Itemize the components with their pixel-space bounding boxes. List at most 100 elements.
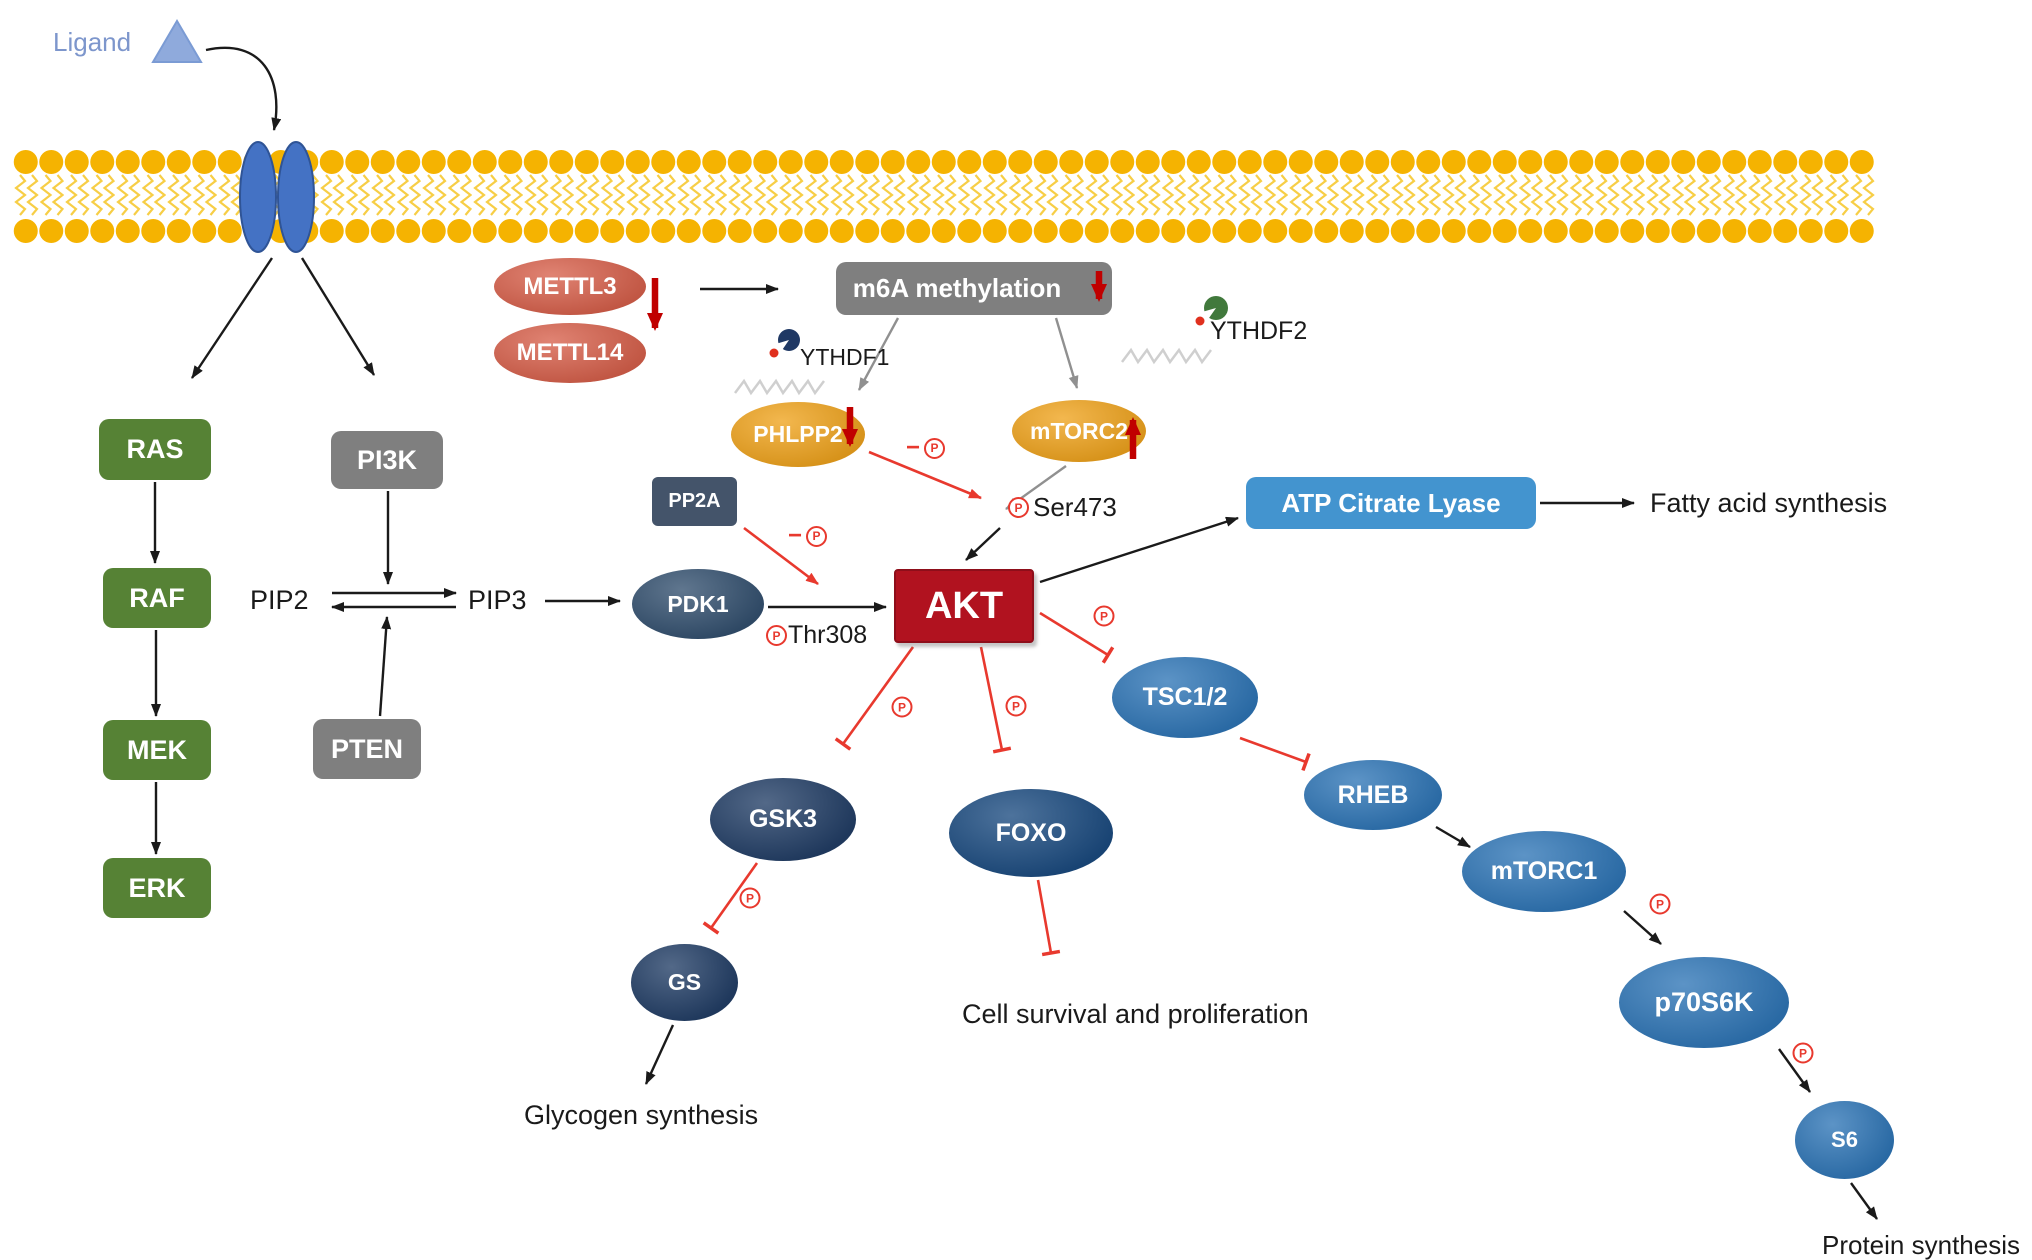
phospho-badge-akt-foxo-icon: P — [1005, 695, 1027, 717]
node-mettl14: METTL14 — [494, 323, 646, 383]
ser473-site: P Ser473 — [1008, 492, 1117, 523]
thr308-site: P Thr308 — [766, 621, 867, 650]
inhibit-pp2a-akt — [743, 526, 819, 586]
arrow-receptor-ras — [191, 257, 273, 379]
phospho-badge-thr308-icon: P — [766, 625, 787, 646]
node-s6: S6 — [1795, 1101, 1894, 1179]
minus-sign: − — [906, 434, 921, 461]
mtorc2-label: mTORC2 — [1030, 417, 1128, 444]
pdk1-label: PDK1 — [667, 590, 729, 617]
arrow-ligand-receptor — [205, 46, 282, 131]
mettl3-label: METTL3 — [523, 272, 617, 300]
node-mettl3: METTL3 — [494, 258, 646, 315]
inhibit-akt-foxo — [979, 646, 1012, 754]
phospho-badge-p70s6k-icon: P — [1792, 1042, 1814, 1064]
node-rheb: RHEB — [1304, 760, 1442, 830]
p70s6k-label: p70S6K — [1654, 987, 1754, 1017]
protein-synthesis-label: Protein synthesis — [1822, 1230, 2020, 1260]
mek-label: MEK — [127, 734, 187, 765]
ythdf1-mrna-icon — [734, 378, 825, 396]
pip3-label: PIP3 — [468, 585, 527, 615]
pp2a-label: PP2A — [668, 490, 721, 512]
ythdf2-label: YTHDF2 — [1210, 317, 1308, 345]
phospho-badge-ser473-icon: P — [1008, 497, 1029, 518]
arrow-receptor-pi3k — [300, 257, 376, 376]
foxo-label: FOXO — [995, 818, 1067, 847]
ser473-label: Ser473 — [1033, 492, 1117, 522]
pten-label: PTEN — [330, 733, 403, 764]
s6-label: S6 — [1831, 1127, 1858, 1152]
node-akt: AKT — [894, 569, 1034, 643]
node-mtorc1: mTORC1 — [1462, 831, 1626, 912]
node-m6a-methylation: m6A methylation — [836, 262, 1112, 315]
ligand-triangle-icon — [151, 19, 203, 63]
fatty-acid-synthesis-label: Fatty acid synthesis — [1650, 488, 1888, 518]
node-foxo: FOXO — [949, 789, 1113, 877]
node-atp-citrate-lyase: ATP Citrate Lyase — [1246, 477, 1536, 529]
node-gs: GS — [631, 944, 738, 1021]
node-pi3k: PI3K — [331, 431, 443, 489]
ythdf1-reader-icon — [769, 329, 800, 359]
node-p70s6k: p70S6K — [1619, 957, 1789, 1048]
node-tsc12: TSC1/2 — [1112, 657, 1258, 738]
phospho-badge-akt-tsc12-icon: P — [1093, 605, 1115, 627]
erk-label: ERK — [128, 872, 186, 903]
node-mek: MEK — [103, 720, 211, 780]
ythdf2-reader-icon — [1195, 296, 1228, 328]
arrow-rheb-mtorc1 — [1435, 825, 1471, 849]
rheb-label: RHEB — [1337, 780, 1409, 809]
phospho-badge-gsk3-gs-icon: P — [739, 887, 761, 909]
node-mtorc2: mTORC2 — [1012, 400, 1146, 462]
node-ras: RAS — [99, 419, 211, 480]
tsc12-label: TSC1/2 — [1142, 683, 1228, 711]
phlpp2-label: PHLPP2 — [753, 421, 843, 447]
phospho-badge-icon: P — [924, 437, 946, 459]
pi3k-label: PI3K — [356, 444, 418, 475]
node-pdk1: PDK1 — [632, 569, 764, 639]
receptor-icon — [239, 141, 315, 253]
mettl14-label: METTL14 — [516, 339, 624, 366]
node-erk: ERK — [103, 858, 211, 918]
pip2-label: PIP2 — [250, 585, 309, 615]
dephospho-label-pp2a: − P — [788, 524, 828, 548]
phospho-badge-icon: P — [806, 525, 828, 547]
arrow-gs-glycogen — [644, 1024, 675, 1085]
arrow-ser473-akt — [965, 527, 1001, 561]
cell-survival-label: Cell survival and proliferation — [962, 999, 1309, 1029]
atp-citrate-lyase-label: ATP Citrate Lyase — [1281, 487, 1501, 518]
node-phlpp2: PHLPP2 — [731, 402, 865, 467]
arrow-pten-pip — [378, 616, 392, 717]
m6a-methylation-label: m6A methylation — [852, 273, 1062, 303]
arrow-s6-protein — [1850, 1182, 1878, 1220]
node-gsk3: GSK3 — [710, 778, 856, 861]
node-pten: PTEN — [313, 719, 421, 779]
akt-label: AKT — [924, 584, 1004, 627]
mtorc1-label: mTORC1 — [1490, 857, 1598, 885]
node-raf: RAF — [103, 568, 211, 628]
ras-label: RAS — [126, 434, 184, 464]
ythdf2-mrna-icon — [1121, 347, 1212, 365]
inhibit-gsk3-gs — [702, 862, 759, 935]
inhibit-foxo-survival — [1036, 879, 1061, 957]
cell-membrane-icon — [13, 148, 1875, 245]
inhibit-phlpp2-ser473 — [868, 450, 982, 500]
arrow-m6a-phlpp2 — [857, 317, 900, 391]
arrow-m6a-mtorc2 — [1054, 317, 1079, 389]
arrow-mtorc1-p70s6k — [1623, 910, 1662, 945]
node-pp2a: PP2A — [652, 477, 737, 526]
phospho-badge-mtorc1-icon: P — [1649, 893, 1671, 915]
inhibit-akt-gsk3 — [834, 646, 915, 751]
phospho-badge-akt-gsk3-icon: P — [891, 696, 913, 718]
inhibit-tsc12-rheb — [1239, 736, 1311, 772]
ligand-label: Ligand — [53, 27, 132, 57]
arrow-akt-acl — [1039, 516, 1239, 584]
arrow-p70s6k-s6 — [1778, 1048, 1811, 1093]
thr308-label: Thr308 — [788, 621, 868, 649]
gsk3-label: GSK3 — [748, 805, 818, 833]
ythdf1-label: YTHDF1 — [800, 344, 890, 370]
dephospho-label-phlpp2: − P — [906, 434, 946, 461]
gs-label: GS — [667, 969, 702, 995]
